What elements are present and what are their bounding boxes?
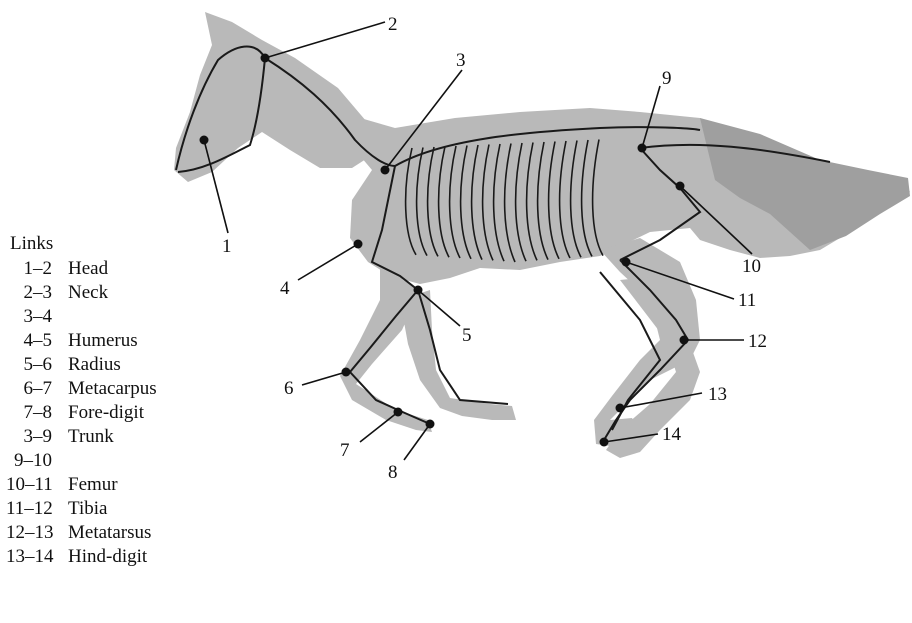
joint-label-12: 12	[748, 331, 767, 352]
link-name: Metatarsus	[68, 521, 151, 545]
link-name: Trunk	[68, 425, 114, 449]
joint-label-3: 3	[456, 50, 466, 71]
link-name: Femur	[68, 473, 118, 497]
joint-label-9: 9	[662, 68, 672, 89]
link-name: Humerus	[68, 329, 138, 353]
joint-label-5: 5	[462, 325, 472, 346]
joint-label-4: 4	[280, 278, 290, 299]
link-pair: 5–6	[6, 353, 68, 377]
link-pair: 10–11	[6, 473, 68, 497]
joint-10	[676, 182, 685, 191]
link-name: Metacarpus	[68, 377, 157, 401]
link-name: Hind-digit	[68, 545, 147, 569]
joint-label-8: 8	[388, 462, 398, 483]
joint-5	[414, 286, 423, 295]
joint-12	[680, 336, 689, 345]
joint-label-1: 1	[222, 236, 232, 257]
link-name: Neck	[68, 281, 108, 305]
joint-label-10: 10	[742, 256, 761, 277]
joint-9	[638, 144, 647, 153]
links-title: Links	[10, 232, 157, 256]
link-pair: 13–14	[6, 545, 68, 569]
joint-label-13: 13	[708, 384, 727, 405]
link-pair: 6–7	[6, 377, 68, 401]
joint-11	[622, 258, 631, 267]
link-name: Head	[68, 257, 108, 281]
joint-8	[426, 420, 435, 429]
joint-3	[381, 166, 390, 175]
joint-label-14: 14	[662, 424, 682, 445]
joint-label-11: 11	[738, 290, 756, 311]
link-row: 3–4	[6, 305, 157, 329]
joint-label-7: 7	[340, 440, 350, 461]
link-pair: 3–4	[6, 305, 68, 329]
joint-label-6: 6	[284, 378, 294, 399]
link-name: Tibia	[68, 497, 107, 521]
link-pair: 1–2	[6, 257, 68, 281]
joint-2	[261, 54, 270, 63]
link-pair: 2–3	[6, 281, 68, 305]
joint-4	[354, 240, 363, 249]
joint-14	[600, 438, 609, 447]
link-pair: 7–8	[6, 401, 68, 425]
link-pair: 3–9	[6, 425, 68, 449]
link-pair: 12–13	[6, 521, 68, 545]
link-row: 9–10	[6, 449, 157, 473]
joint-7	[394, 408, 403, 417]
link-pair: 9–10	[6, 449, 68, 473]
joint-6	[342, 368, 351, 377]
link-pair: 4–5	[6, 329, 68, 353]
joint-1	[200, 136, 209, 145]
link-name: Fore-digit	[68, 401, 144, 425]
joint-13	[616, 404, 625, 413]
link-pair: 11–12	[6, 497, 68, 521]
link-name: Radius	[68, 353, 121, 377]
joint-label-2: 2	[388, 14, 398, 35]
